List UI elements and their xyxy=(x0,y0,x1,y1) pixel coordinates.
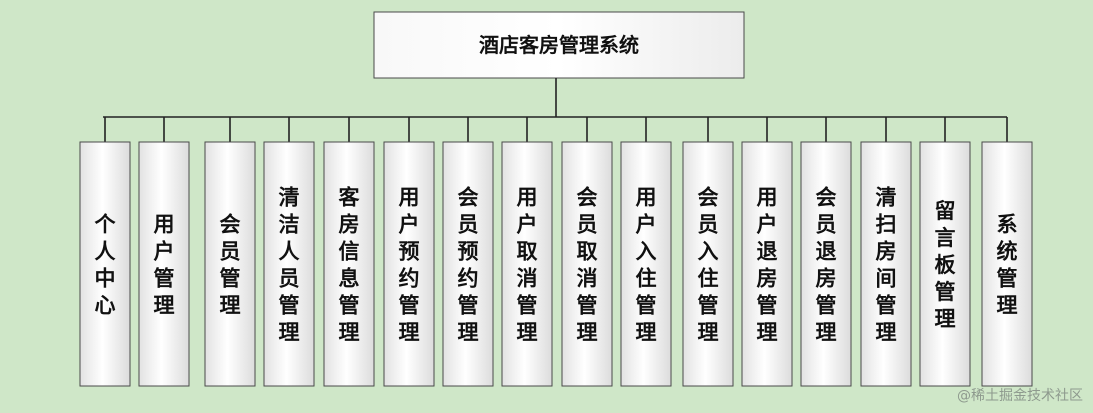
child-label: 会员预约管理 xyxy=(458,186,479,345)
child-box xyxy=(383,141,435,387)
child-label: 用户入住管理 xyxy=(636,186,657,345)
child-box xyxy=(323,141,375,387)
child-box xyxy=(682,141,734,387)
child-box xyxy=(741,141,793,387)
child-box xyxy=(561,141,613,387)
child-box xyxy=(620,141,672,387)
child-box xyxy=(800,141,852,387)
child-label: 会员取消管理 xyxy=(577,186,598,345)
child-nodes: 个人中心 用户管理 会员管理 清洁人员管理 客房信息管理 用户预约管理 会员预约管理 用户取消… xyxy=(79,117,1033,387)
child-box xyxy=(263,141,315,387)
child-box xyxy=(919,141,971,387)
child-box xyxy=(138,141,190,387)
child-label: 用户退房管理 xyxy=(757,186,778,345)
watermark: @稀土掘金技术社区 xyxy=(957,388,1083,404)
child-node: 客房信息管理 xyxy=(323,117,375,387)
child-node: 会员管理 xyxy=(204,117,256,387)
child-label: 用户预约管理 xyxy=(399,186,420,345)
child-label: 清扫房间管理 xyxy=(876,186,897,345)
child-node: 清扫房间管理 xyxy=(860,117,912,387)
child-label: 个人中心 xyxy=(95,213,117,318)
root-node: 酒店客房管理系统 xyxy=(373,11,745,79)
child-node: 用户预约管理 xyxy=(383,117,435,387)
child-node: 用户退房管理 xyxy=(741,117,793,387)
child-label: 留言板管理 xyxy=(935,199,957,331)
child-box xyxy=(981,141,1033,387)
child-label: 清洁人员管理 xyxy=(279,186,300,345)
child-box xyxy=(501,141,553,387)
root-label: 酒店客房管理系统 xyxy=(479,33,639,57)
child-label: 系统管理 xyxy=(997,213,1018,318)
child-node: 系统管理 xyxy=(981,117,1033,387)
child-box xyxy=(860,141,912,387)
child-node: 会员取消管理 xyxy=(561,117,613,387)
child-node: 会员退房管理 xyxy=(800,117,852,387)
child-node: 用户管理 xyxy=(138,117,190,387)
child-label: 会员管理 xyxy=(220,213,241,318)
child-label: 会员入住管理 xyxy=(698,186,719,345)
child-box xyxy=(442,141,494,387)
child-box xyxy=(79,141,131,387)
child-node: 留言板管理 xyxy=(919,117,971,387)
child-node: 个人中心 xyxy=(79,117,131,387)
child-node: 会员入住管理 xyxy=(682,117,734,387)
child-box xyxy=(204,141,256,387)
child-node: 用户取消管理 xyxy=(501,117,553,387)
child-label: 用户取消管理 xyxy=(517,186,538,345)
child-label: 会员退房管理 xyxy=(816,186,837,345)
child-node: 清洁人员管理 xyxy=(263,117,315,387)
child-node: 用户入住管理 xyxy=(620,117,672,387)
child-label: 用户管理 xyxy=(154,213,175,318)
child-label: 客房信息管理 xyxy=(339,186,361,345)
child-node: 会员预约管理 xyxy=(442,117,494,387)
